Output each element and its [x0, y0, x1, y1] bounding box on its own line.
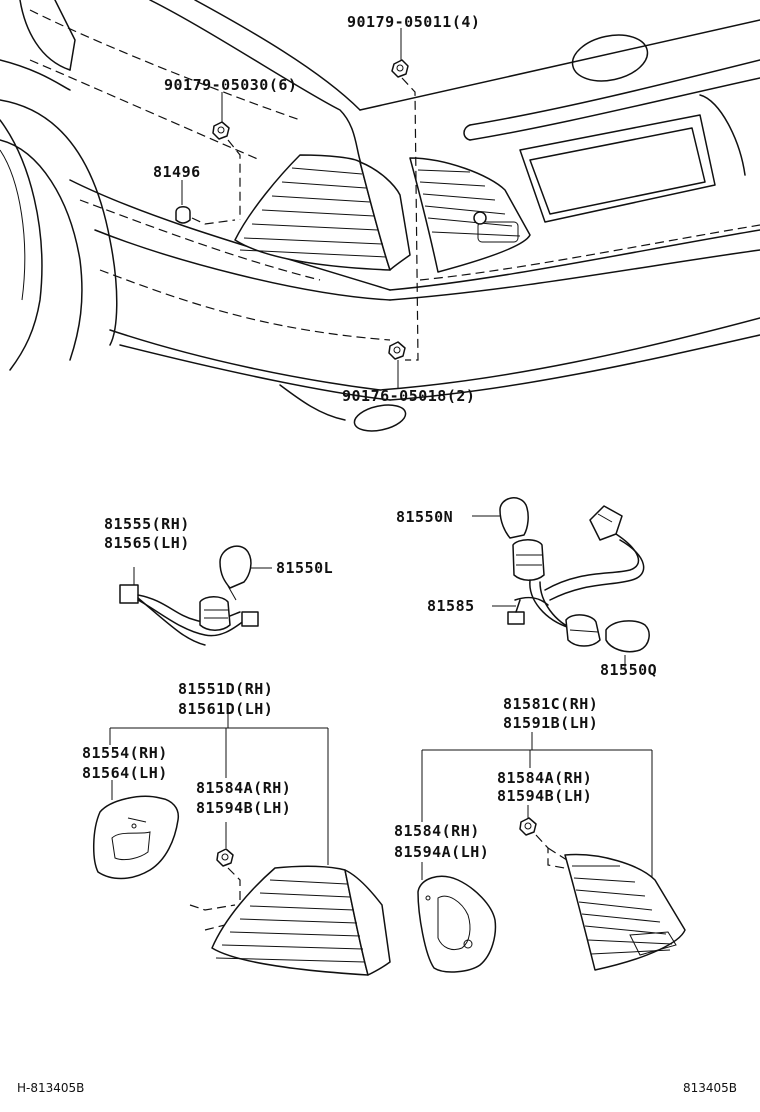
- label-socket-inner: 81585: [427, 597, 475, 615]
- car-fasteners: [175, 28, 419, 388]
- socket-bulb-assembly-outer: [119, 545, 272, 646]
- label-inner-gasket-rh: 81584(RH): [394, 822, 480, 840]
- footer-right-code: 813405B: [683, 1081, 737, 1095]
- car-inner-tail-lamp: [409, 157, 531, 273]
- label-clip: 81496: [153, 163, 201, 181]
- label-socket-rh: 81555(RH): [104, 515, 190, 533]
- label-outer-nut-rh: 81584A(RH): [196, 779, 291, 797]
- part-number-labels: 90179-05011(4) 90179-05030(6) 81496 9017…: [17, 13, 737, 1095]
- label-gasket-rh: 81554(RH): [82, 744, 168, 762]
- label-nut-bottom: 90176-05018(2): [342, 387, 475, 405]
- label-outer-lamp-lh: 81561D(LH): [178, 700, 273, 718]
- label-inner-gasket-lh: 81594A(LH): [394, 843, 489, 861]
- label-nut-mid: 90179-05030(6): [164, 76, 297, 94]
- label-nut-top: 90179-05011(4): [347, 13, 480, 31]
- label-bulb-l: 81550L: [276, 559, 333, 577]
- label-outer-nut-lh: 81594B(LH): [196, 799, 291, 817]
- label-socket-lh: 81565(LH): [104, 534, 190, 552]
- socket-bulb-assembly-inner: [472, 497, 650, 668]
- label-inner-lamp-rh: 81581C(RH): [503, 695, 598, 713]
- footer-left-code: H-813405B: [17, 1081, 84, 1095]
- car-outer-tail-lamp: [234, 154, 411, 271]
- label-inner-lamp-lh: 81591B(LH): [503, 714, 598, 732]
- car-body: [0, 0, 760, 432]
- label-inner-nut-lh: 81594B(LH): [497, 787, 592, 805]
- inner-lamp-exploded: [417, 732, 686, 973]
- label-gasket-lh: 81564(LH): [82, 764, 168, 782]
- label-outer-lamp-rh: 81551D(RH): [178, 680, 273, 698]
- label-bulb-q: 81550Q: [600, 661, 657, 679]
- label-bulb-n: 81550N: [396, 508, 453, 526]
- outer-lamp-exploded: [93, 712, 391, 976]
- label-inner-nut-rh: 81584A(RH): [497, 769, 592, 787]
